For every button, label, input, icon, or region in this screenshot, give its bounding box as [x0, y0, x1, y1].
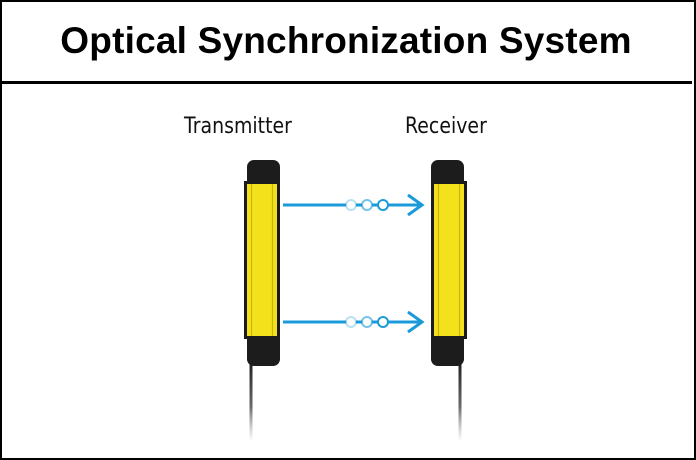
transmitter-unit — [244, 160, 280, 366]
receiver-label: Receiver — [405, 114, 487, 139]
upper-beam-pulse-1 — [345, 199, 357, 211]
lower-beam-arrowhead — [407, 310, 425, 334]
transmitter-label: Transmitter — [184, 114, 292, 139]
upper-beam-pulse-3 — [377, 199, 389, 211]
lower-beam-pulse-2 — [361, 316, 373, 328]
lower-beam-pulse-3 — [377, 316, 389, 328]
receiver-bottom-cap — [431, 333, 464, 366]
upper-beam-arrowhead — [407, 193, 425, 217]
upper-beam — [283, 193, 425, 217]
upper-beam-pulse-2 — [361, 199, 373, 211]
title-bar: Optical Synchronization System — [0, 0, 692, 84]
lower-beam — [283, 310, 425, 334]
receiver-cable — [458, 364, 462, 442]
transmitter-cable — [249, 364, 253, 442]
receiver-unit — [431, 160, 467, 366]
page-title: Optical Synchronization System — [60, 19, 632, 61]
transmitter-bottom-cap — [247, 333, 280, 366]
lower-beam-pulse-1 — [345, 316, 357, 328]
